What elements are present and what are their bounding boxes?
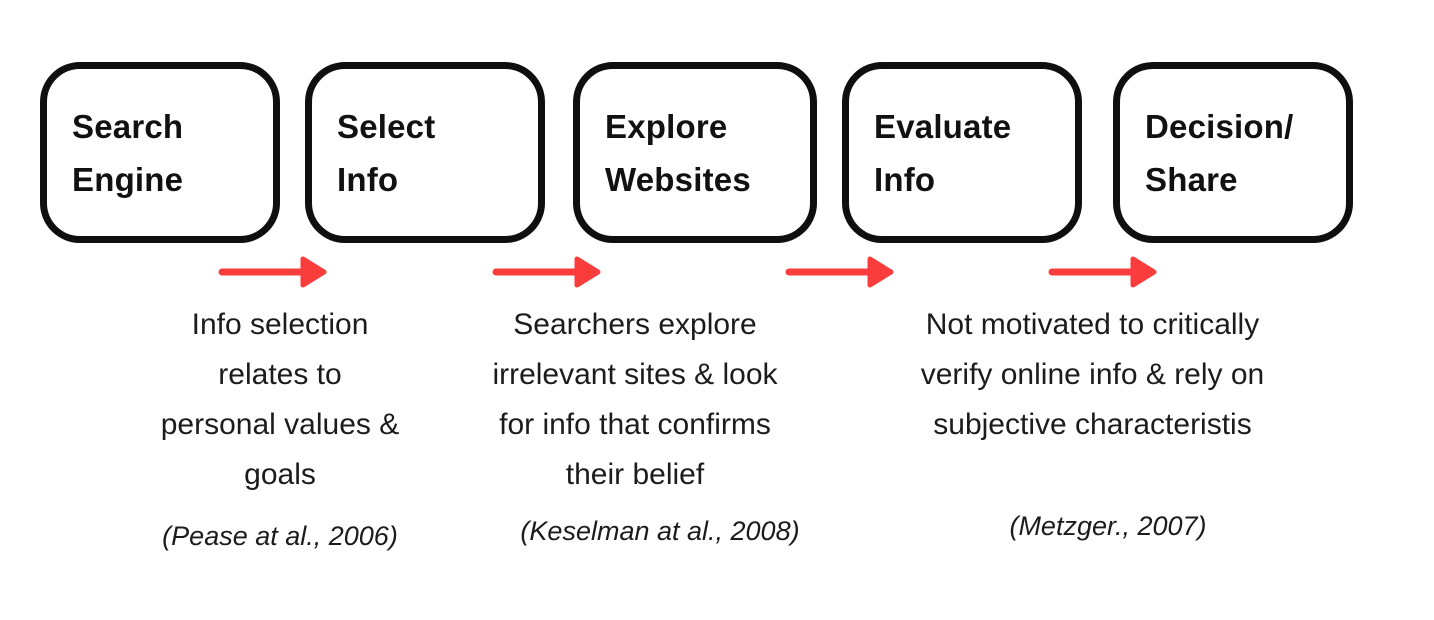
stage-box-select-info: Select Info <box>305 62 545 243</box>
annotation-evaluate-info: Not motivated to critically verify onlin… <box>920 308 1265 441</box>
right-arrow-icon <box>218 256 327 288</box>
stage-label: Decision/ Share <box>1145 107 1294 198</box>
right-arrow-icon <box>1048 256 1157 288</box>
stage-box-search-engine: Search Engine <box>40 62 280 243</box>
stage-label: Select Info <box>337 107 436 198</box>
stage-label: Evaluate Info <box>874 107 1012 198</box>
right-arrow-icon <box>492 256 601 288</box>
stage-box-explore-websites: Explore Websites <box>573 62 817 243</box>
annotation-select-info: Info selection relates to personal value… <box>160 308 400 491</box>
annotation-explore-websites: Searchers explore irrelevant sites & loo… <box>492 308 778 491</box>
right-arrow-icon <box>785 256 894 288</box>
stage-label: Explore Websites <box>605 107 751 198</box>
citation-pease: (Pease at al., 2006) <box>162 521 398 551</box>
stage-label: Search Engine <box>72 107 184 198</box>
citation-metzger: (Metzger., 2007) <box>1009 511 1207 541</box>
citation-keselman: (Keselman at al., 2008) <box>520 516 800 546</box>
stage-box-evaluate-info: Evaluate Info <box>842 62 1082 243</box>
stage-box-decision-share: Decision/ Share <box>1113 62 1353 243</box>
